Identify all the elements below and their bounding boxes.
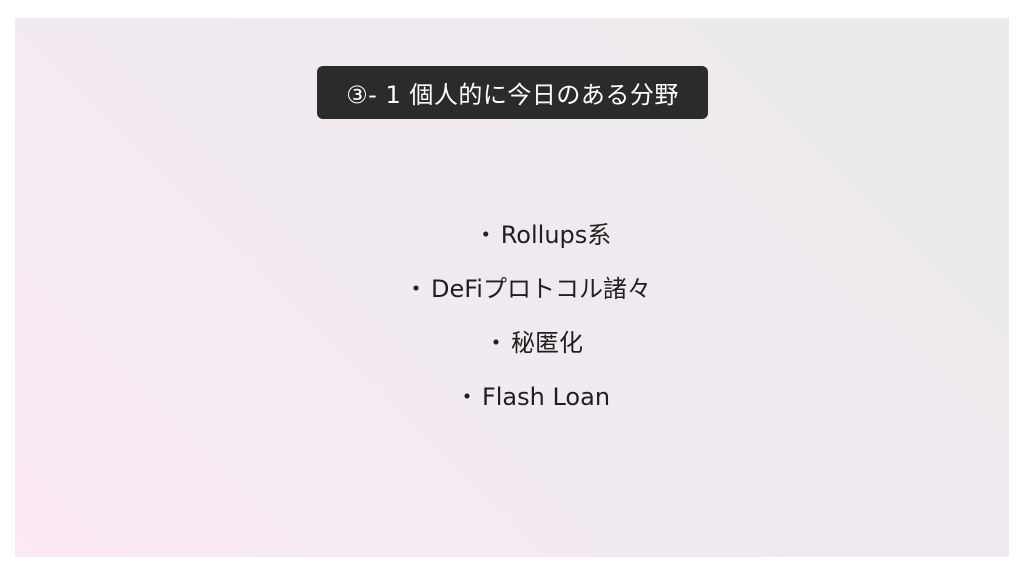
bullet-dot-icon: ・	[454, 383, 479, 411]
bullet-text: Rollups系	[500, 221, 612, 249]
title-banner: ③- 1 個人的に今日のある分野	[317, 66, 708, 119]
bullet-text: DeFiプロトコル諸々	[431, 275, 651, 303]
bullet-item-privacy: ・ 秘匿化	[481, 328, 583, 358]
bullet-item-defi: ・ DeFiプロトコル諸々	[401, 274, 651, 304]
bullet-item-flash-loan: ・ Flash Loan	[452, 382, 610, 412]
bullet-text: 秘匿化	[511, 329, 583, 357]
bullet-dot-icon: ・	[404, 275, 428, 303]
bullet-text: Flash Loan	[481, 383, 611, 411]
slide-canvas: ③- 1 個人的に今日のある分野 ・ Rollups系 ・ DeFiプロトコル諸…	[15, 18, 1009, 557]
slide-title: ③- 1 個人的に今日のある分野	[346, 81, 679, 109]
bullet-dot-icon: ・	[484, 329, 508, 357]
bullet-dot-icon: ・	[473, 221, 498, 249]
bullet-list: ・ Rollups系 ・ DeFiプロトコル諸々 ・ 秘匿化 ・ Flash L…	[15, 220, 1009, 412]
bullet-item-rollups: ・ Rollups系	[471, 220, 612, 250]
